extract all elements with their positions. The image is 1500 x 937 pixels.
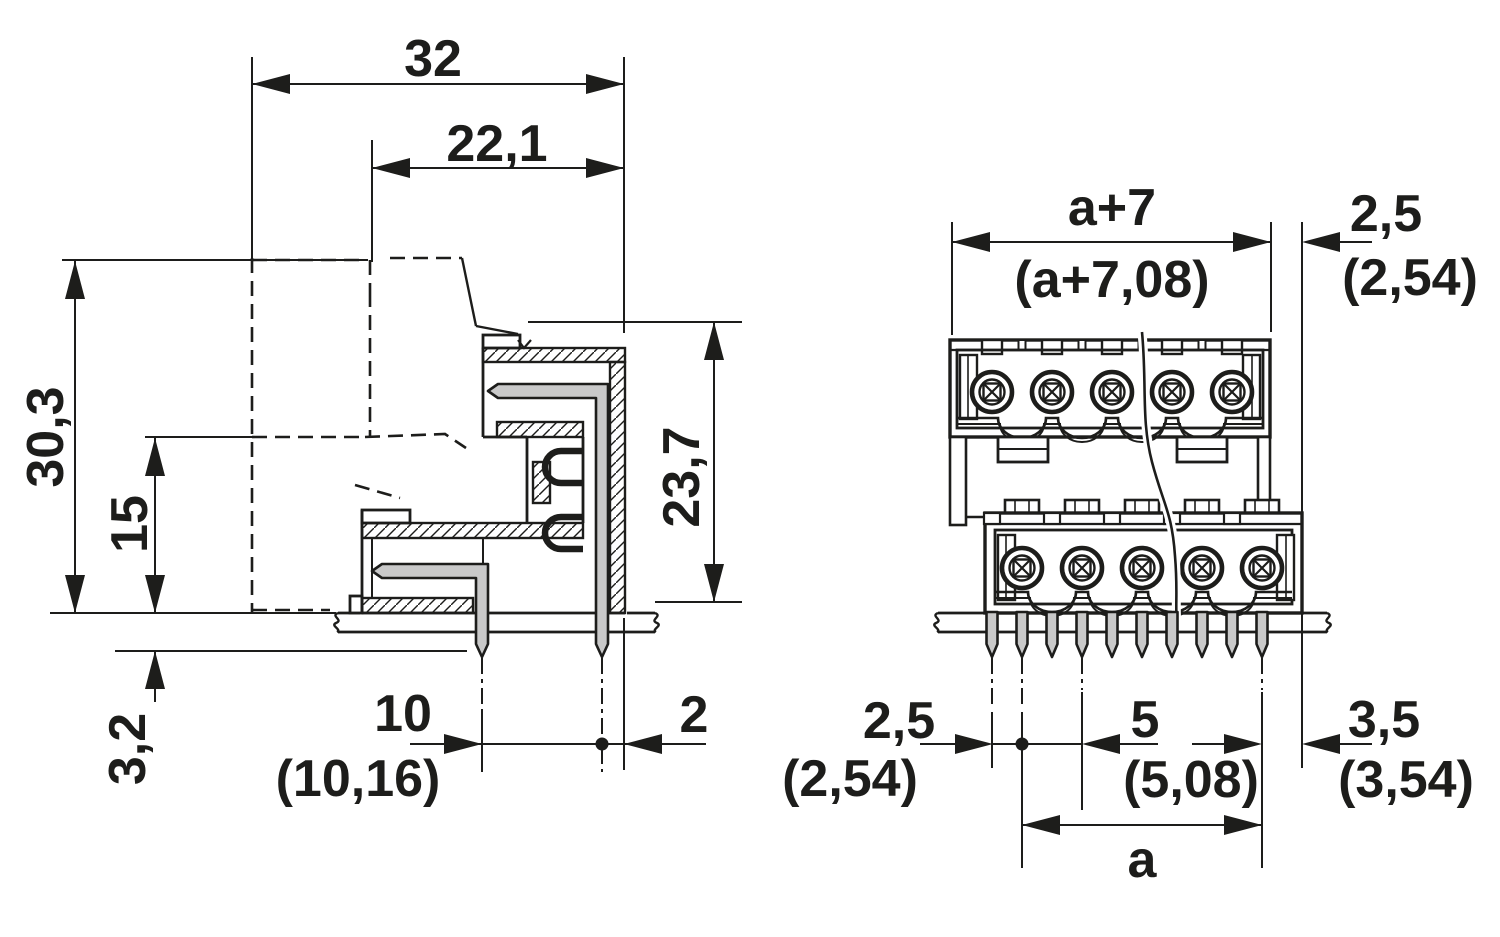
dim-pitch-inch: (5,08) (1123, 751, 1259, 809)
dim-pin-to-edge: 2 (680, 686, 709, 744)
side-view: 32 22,1 30,3 15 23,7 3,2 10 (10,16) 2 (17, 30, 742, 808)
dim-total-width: a+7 (1068, 179, 1156, 237)
dim-pin-below-board: 3,2 (99, 713, 157, 785)
pin-centerlines-side (481, 658, 603, 772)
coding-latch-left (996, 435, 1050, 464)
dim-housing-width: 22,1 (446, 115, 547, 173)
pin-upper (486, 382, 610, 659)
lower-header (982, 498, 1304, 617)
hatch-top-wall (481, 346, 627, 364)
dim-pitch: 5 (1131, 691, 1160, 749)
upper-scallop-edge (957, 416, 1263, 440)
dim-front-height: 23,7 (653, 426, 711, 527)
hatch-bottom-wall (360, 596, 475, 615)
dim-overall-height: 30,3 (17, 386, 75, 487)
dim-row-spacing-inch: (10,16) (276, 750, 441, 808)
dim-last-pin-to-edge: 3,5 (1348, 691, 1420, 749)
coding-latch-right (1175, 435, 1229, 464)
dim-row-spacing: 10 (374, 685, 432, 743)
pins-side (370, 382, 610, 659)
lower-scallop-edge (995, 590, 1292, 614)
dim-overall-width: 32 (404, 30, 462, 88)
dim-row-offset-inch: (2,54) (782, 750, 918, 808)
hatch-mid-wall (495, 420, 585, 439)
contact-clip-lower (541, 513, 583, 553)
dimensions-side: 32 22,1 30,3 15 23,7 3,2 10 (10,16) 2 (17, 30, 742, 808)
dim-edge-offset-top: 2,5 (1350, 185, 1422, 243)
dim-row-offset: 2,5 (863, 692, 935, 750)
pin-lower (370, 562, 490, 659)
dim-last-pin-to-edge-inch: (3,54) (1338, 751, 1474, 809)
dim-lower-height: 15 (101, 495, 159, 553)
solder-pins (985, 610, 1269, 659)
dim-total-width-inch: (a+7,08) (1014, 251, 1209, 309)
dim-pin-span: a (1128, 831, 1158, 889)
pin-centerlines-front (991, 658, 1263, 708)
break-line (1137, 331, 1182, 626)
dim-edge-offset-top-inch: (2,54) (1342, 249, 1478, 307)
upper-plug (948, 338, 1272, 527)
pcb-side (333, 611, 660, 634)
contact-clip-upper (541, 447, 583, 487)
dimensions-front: a+7 (a+7,08) 2,5 (2,54) 2,5 (2,54) 5 (5,… (782, 179, 1478, 889)
hatch-right-wall (608, 360, 627, 615)
front-view: a+7 (a+7,08) 2,5 (2,54) 2,5 (2,54) 5 (5,… (782, 179, 1478, 889)
